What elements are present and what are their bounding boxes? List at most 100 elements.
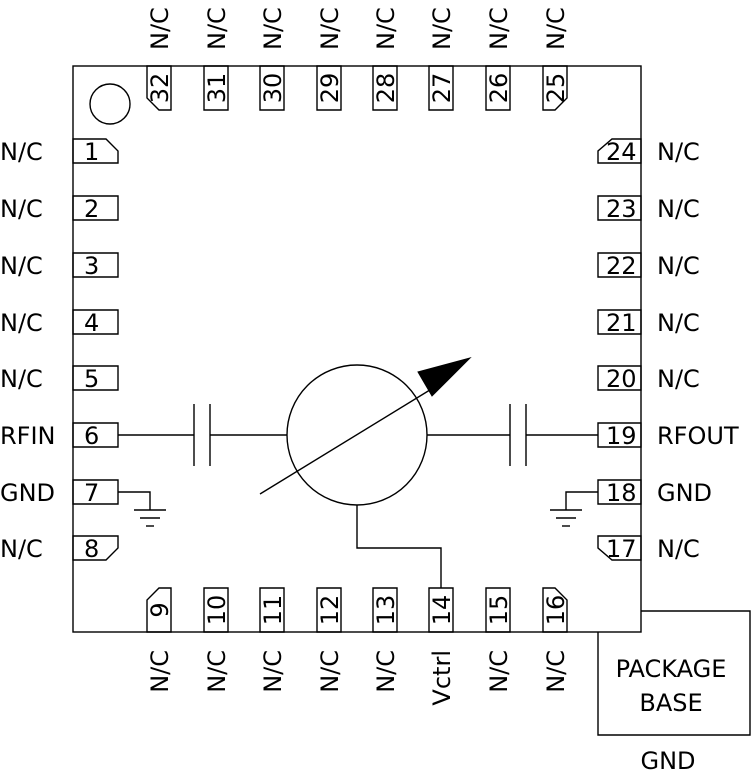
package-base-label-line2: BASE (639, 689, 702, 717)
pin-number: 23 (606, 195, 637, 223)
pin-label: N/C (0, 365, 43, 393)
pin-number: 8 (84, 535, 99, 563)
pin-label: N/C (0, 535, 43, 563)
pin-label: N/C (657, 138, 700, 166)
pin-pad (372, 65, 398, 111)
pin-19: 19 RFOUT (597, 422, 739, 450)
pin-pad (72, 365, 119, 391)
pin-pad (372, 587, 398, 633)
pin-10: 10N/C (203, 587, 231, 693)
pin-label: RFIN (0, 422, 56, 450)
pin-number: 26 (485, 73, 513, 104)
pin-label: N/C (485, 7, 513, 50)
gnd-trace-right (565, 491, 598, 510)
pin-25: 25 N/C (542, 7, 570, 111)
pin-label: N/C (0, 252, 43, 280)
pin-label: N/C (657, 195, 700, 223)
pin-pad (203, 587, 229, 633)
pin-pad (542, 65, 568, 111)
pin-3: 3N/C (0, 252, 119, 280)
pin-number: 11 (259, 595, 287, 626)
pin-label: RFOUT (657, 422, 739, 450)
pin-pad (428, 587, 454, 633)
pin-label: N/C (203, 650, 231, 693)
pin-number: 2 (84, 195, 99, 223)
pin-label: N/C (485, 650, 513, 693)
pin-label: N/C (259, 7, 287, 50)
pin-number: 14 (428, 595, 456, 626)
pin-label: GND (657, 479, 712, 507)
pin-pad (146, 587, 172, 633)
pin-pad (428, 65, 454, 111)
pin-pad (597, 138, 642, 164)
pin-pad (597, 535, 642, 561)
pin-label: N/C (316, 650, 344, 693)
pin-pad (542, 587, 568, 633)
pin-pad (203, 65, 229, 111)
pin-label: GND (0, 479, 55, 507)
ground-symbol-right (550, 509, 582, 527)
pin-13: 13N/C (372, 587, 400, 693)
pin-label: N/C (0, 138, 43, 166)
pin-pad (597, 252, 642, 278)
pin-pad (597, 195, 642, 221)
pin-number: 18 (606, 479, 637, 507)
pin-number: 5 (84, 365, 99, 393)
pin-pad (72, 422, 119, 448)
pin-label: N/C (428, 7, 456, 50)
pin-label: N/C (0, 309, 43, 337)
pin-label: N/C (0, 195, 43, 223)
pin-pad (597, 479, 642, 505)
pin-number: 29 (316, 73, 344, 104)
variable-arrow-shaft (259, 384, 439, 495)
pin-pad (485, 65, 511, 111)
pin-label: N/C (542, 650, 570, 693)
pin-pad (597, 309, 642, 335)
vctrl-trace (356, 505, 442, 588)
pin-23: 23 N/C (597, 195, 700, 223)
ground-symbol-left (134, 509, 166, 527)
pin-number: 24 (606, 138, 637, 166)
pin-pad (597, 365, 642, 391)
pin-8: 8 N/C (0, 535, 119, 563)
pin-number: 10 (203, 595, 231, 626)
pin-number: 7 (84, 479, 99, 507)
pin-number: 6 (84, 422, 99, 450)
package-base-label-line1: PACKAGE (616, 655, 727, 683)
pin-21: 21 N/C (597, 309, 700, 337)
pin-15: 15N/C (485, 587, 513, 693)
pin-pad (72, 252, 119, 278)
pin-pad (72, 535, 119, 561)
pin-label: N/C (203, 7, 231, 50)
pin-number: 28 (372, 73, 400, 104)
pin-number: 20 (606, 365, 637, 393)
pin-30: 30 N/C (259, 7, 287, 111)
pin-7: 7 GND (0, 479, 119, 507)
pin-pad (72, 138, 119, 164)
pin-label: N/C (657, 535, 700, 563)
pin-2: 2 N/C (0, 195, 119, 223)
variable-arrow-head (417, 357, 472, 397)
pin-18: 18 GND (597, 479, 712, 507)
pin-number: 1 (84, 138, 99, 166)
package-base-gnd-label: GND (640, 747, 695, 772)
pin-pad (597, 422, 642, 448)
pin-label: N/C (657, 365, 700, 393)
pin-number: 19 (606, 422, 637, 450)
pin-pad (72, 195, 119, 221)
pin-label: N/C (542, 7, 570, 50)
pin-number: 13 (372, 595, 400, 626)
pin-number: 30 (259, 73, 287, 104)
pin-label: N/C (372, 650, 400, 693)
pin-number: 31 (203, 73, 231, 104)
pin-number: 25 (542, 73, 570, 104)
pin-pad (72, 309, 119, 335)
pin-9: 9N/C (146, 587, 174, 693)
pin-number: 21 (606, 309, 637, 337)
pin-label: N/C (316, 7, 344, 50)
pin-6: 6 RFIN (0, 422, 119, 450)
pin-pad (146, 65, 172, 111)
pin-label: N/C (657, 309, 700, 337)
